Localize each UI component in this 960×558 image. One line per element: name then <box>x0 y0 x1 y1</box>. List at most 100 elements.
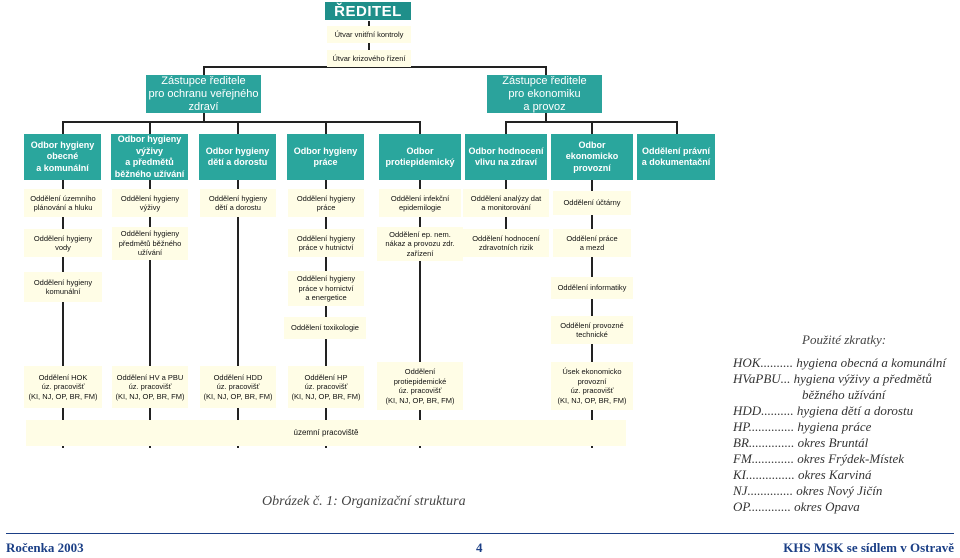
connector-line <box>591 180 593 448</box>
dept-epidemiology: Odbor protiepidemický <box>379 134 461 180</box>
branch-hv-pbu: Oddělení HV a PBU úz. pracovišť (KI, NJ,… <box>112 366 188 408</box>
unit-children: Oddělení hygieny dětí a dorostu <box>200 189 276 217</box>
internal-control-unit: Útvar vnitřní kontroly <box>327 26 411 43</box>
footer-rule <box>6 533 954 534</box>
legend-dots: ............. <box>748 499 791 514</box>
legend-text: okres Karviná <box>798 467 872 482</box>
dept-nutrition-hygiene: Odbor hygieny výživy a předmětů běžného … <box>111 134 188 180</box>
legend-item: běžného užívání <box>802 387 885 403</box>
legend-title: Použité zkratky: <box>802 332 887 347</box>
legend-item: HDD.......... hygiena dětí a dorostu <box>733 403 913 419</box>
connector-line <box>149 121 151 134</box>
footer-page-number: 4 <box>476 540 483 555</box>
unit-epidemic-diseases: Oddělení ep. nem. nákaz a provozu zdr. z… <box>377 227 463 261</box>
connector-line <box>505 121 507 134</box>
territorial-offices-bar: územní pracoviště <box>26 420 626 446</box>
connector-line <box>591 121 593 134</box>
legend-dots: ............. <box>751 451 795 466</box>
legend-abbr: HDD <box>733 403 762 418</box>
unit-infection-epidemiology: Oddělení infekční epidemilogie <box>379 189 461 217</box>
connector-line <box>62 180 64 448</box>
legend-text: hygiena obecná a komunální <box>796 355 947 370</box>
connector-line <box>62 121 421 123</box>
connector-line <box>237 180 239 448</box>
legend-dots: .......... <box>760 355 793 370</box>
connector-line <box>325 180 327 448</box>
unit-accounting: Oddělení účtárny <box>553 191 631 215</box>
legend-abbr: HVaPBU <box>733 371 781 386</box>
dept-children-hygiene: Odbor hygieny dětí a dorostu <box>199 134 276 180</box>
dept-general-hygiene: Odbor hygieny obecné a komunální <box>24 134 101 180</box>
branch-hp: Oddělení HP úz. pracovišť (KI, NJ, OP, B… <box>288 366 364 408</box>
unit-planning-noise: Oddělení územního plánování a hluku <box>24 189 102 217</box>
connector-line <box>203 66 205 76</box>
unit-work-metallurgy: Oddělení hygieny práce v hutnictví <box>288 229 364 257</box>
connector-line <box>237 121 239 134</box>
legend-text: hygiena práce <box>797 419 872 434</box>
legend-text: hygiena výživy a předmětů <box>793 371 932 386</box>
legend-dots: .............. <box>748 435 795 450</box>
branch-economics: Úsek ekonomicko provozní úz. pracovišť (… <box>551 362 633 410</box>
dept-legal-documentation: Oddělení právní a dokumentační <box>637 134 715 180</box>
legend-item: OP............. okres Opava <box>733 499 860 515</box>
legend-item: HVaPBU... hygiena výživy a předmětů <box>733 371 932 387</box>
footer-left: Ročenka 2003 <box>6 540 84 555</box>
deputy-economics: Zástupce ředitele pro ekonomiku a provoz <box>487 75 602 113</box>
legend-dots: .............. <box>748 419 795 434</box>
dept-health-impact: Odbor hodnocení vlivu na zdraví <box>465 134 547 180</box>
unit-health-risks: Oddělení hodnocení zdravotních rizik <box>463 229 549 257</box>
legend-abbr: KI <box>733 467 746 482</box>
branch-epidemiology: Oddělení protiepidemické úz. pracovišť (… <box>377 362 463 410</box>
legend-item: BR.............. okres Bruntál <box>733 435 868 451</box>
connector-line <box>325 121 327 134</box>
crisis-management-unit: Útvar krizového řízení <box>327 50 411 67</box>
unit-toxicology: Oddělení toxikologie <box>284 317 366 339</box>
legend-item: FM............. okres Frýdek-Místek <box>733 451 904 467</box>
connector-line <box>545 112 547 122</box>
legend-abbr: HP <box>733 419 749 434</box>
legend-item: NJ.............. okres Nový Jičín <box>733 483 882 499</box>
unit-water-hygiene: Oddělení hygieny vody <box>24 229 102 257</box>
connector-line <box>545 66 547 76</box>
legend-item: KI............... okres Karviná <box>733 467 872 483</box>
unit-payroll: Oddělení práce a mezd <box>553 229 631 257</box>
legend-abbr: OP <box>733 499 749 514</box>
unit-data-analysis: Oddělení analýzy dat a monitorování <box>463 189 549 217</box>
unit-work: Oddělení hygieny práce <box>288 189 364 217</box>
legend-text: okres Frýdek-Místek <box>797 451 904 466</box>
figure-caption: Obrázek č. 1: Organizační struktura <box>262 494 466 509</box>
dept-work-hygiene: Odbor hygieny práce <box>287 134 364 180</box>
legend-text: běžného užívání <box>802 387 886 402</box>
legend-dots: ............... <box>746 467 795 482</box>
footer-right: KHS MSK se sídlem v Ostravě <box>783 540 954 555</box>
legend-text: okres Nový Jičín <box>796 483 883 498</box>
unit-consumer-products: Oddělení hygieny předmětů běžného užíván… <box>112 227 188 260</box>
legend-dots: .............. <box>747 483 793 498</box>
unit-communal-hygiene: Oddělení hygieny komunální <box>24 272 102 302</box>
connector-line <box>368 21 370 68</box>
connector-line <box>419 121 421 134</box>
unit-informatics: Oddělení informatiky <box>551 277 633 299</box>
legend-abbr: FM <box>733 451 752 466</box>
deputy-public-health: Zástupce ředitele pro ochranu veřejného … <box>146 75 261 113</box>
dept-economic-operations: Odbor ekonomicko provozní <box>551 134 633 180</box>
connector-line <box>419 180 421 448</box>
legend-dots: .......... <box>761 403 794 418</box>
unit-technical-operations: Oddělení provozné technické <box>551 316 633 344</box>
connector-line <box>149 180 151 448</box>
legend-text: hygiena dětí a dorostu <box>796 403 914 418</box>
connector-line <box>203 112 205 122</box>
legend-abbr: NJ <box>733 483 748 498</box>
legend-abbr: HOK <box>733 355 761 370</box>
unit-work-mining: Oddělení hygieny práce v hornictví a ene… <box>288 271 364 306</box>
legend-text: okres Bruntál <box>797 435 869 450</box>
connector-line <box>62 121 64 134</box>
legend-dots: ... <box>780 371 791 386</box>
branch-hok: Oddělení HOK úz. pracovišť (KI, NJ, OP, … <box>24 366 102 408</box>
connector-line <box>203 66 546 68</box>
director-box: ŘEDITEL <box>325 2 411 20</box>
legend-item: HP.............. hygiena práce <box>733 419 871 435</box>
legend-abbr: BR <box>733 435 749 450</box>
connector-line <box>676 121 678 134</box>
branch-hdd: Oddělení HDD úz. pracovišť (KI, NJ, OP, … <box>200 366 276 408</box>
